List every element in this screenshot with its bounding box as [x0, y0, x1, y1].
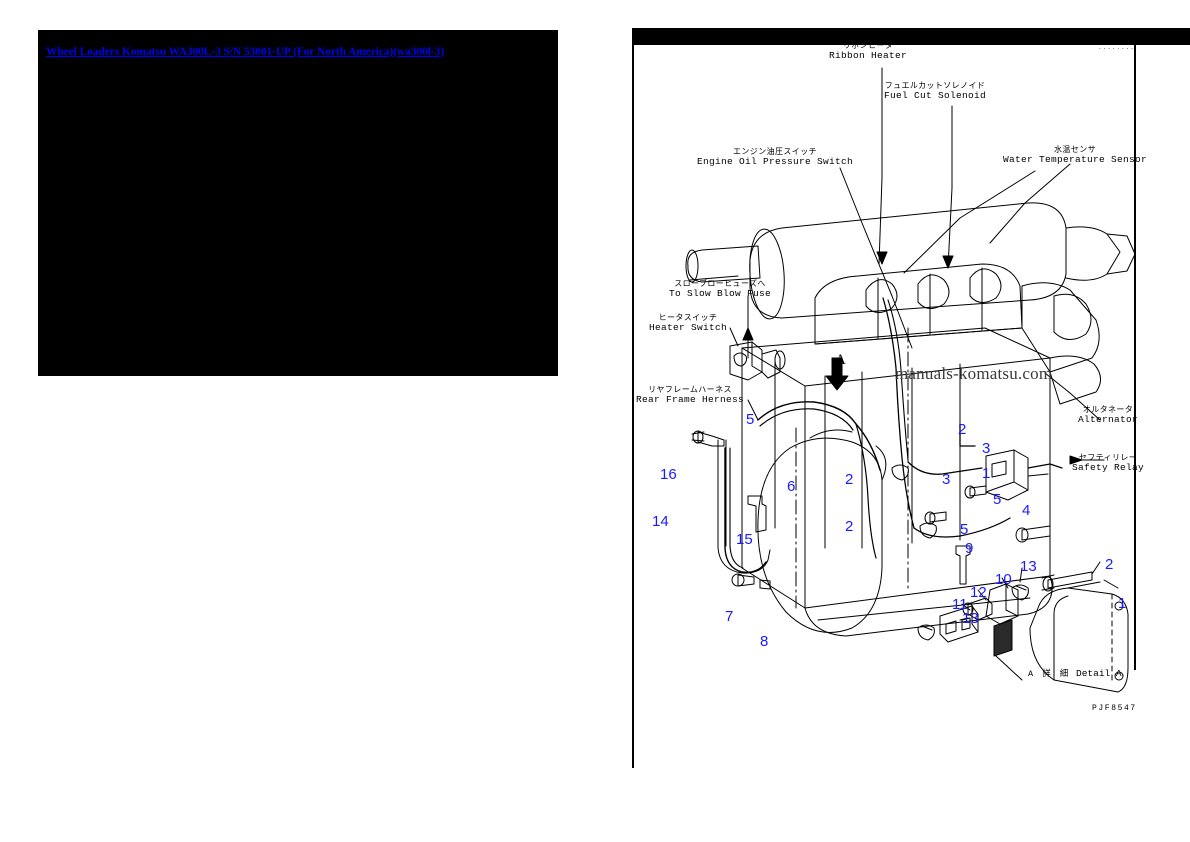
engine-wiring-drawing — [685, 67, 1136, 693]
callout-en: Rear Frame Herness — [635, 394, 745, 406]
callout-ribbon-heater: リボンヒータ Ribbon Heater — [829, 42, 907, 62]
callout-en: Heater Switch — [648, 322, 728, 334]
parts-diagram-panel: ........ — [630, 28, 1190, 770]
callout-en: Ribbon Heater — [828, 50, 908, 62]
detail-a-en: Detail A — [1076, 668, 1122, 679]
detail-a-caption: A 詳 細 Detail A — [1028, 668, 1122, 680]
callout-engine-oil-pressure-switch: エンジン油圧スイッチ Engine Oil Pressure Switch — [697, 148, 853, 168]
sheet-code: ........ — [1098, 44, 1135, 51]
watermark-text: manuals-komatsu.com — [895, 364, 1053, 383]
part-ref-number: 1 — [1118, 595, 1127, 612]
part-ref-number: 9 — [965, 540, 974, 557]
drawing-number: PJF8547 — [1092, 704, 1137, 713]
callout-en: Fuel Cut Solenoid — [883, 90, 987, 102]
part-ref-number: 3 — [982, 440, 991, 457]
part-ref-number: 16 — [660, 466, 677, 483]
callout-en: To Slow Blow Fuse — [668, 288, 772, 300]
callout-jp: オルタネータ — [1082, 406, 1134, 415]
part-ref-number: 12 — [970, 584, 987, 601]
callout-jp: セフティリレー — [1078, 454, 1138, 463]
part-ref-number: 13 — [1020, 558, 1037, 575]
sheet-left-border — [632, 45, 634, 768]
part-ref-number: 8 — [760, 633, 769, 650]
part-ref-number: 2 — [1105, 556, 1114, 573]
part-ref-number: 5 — [746, 411, 755, 428]
callout-jp: フュエルカットソレノイド — [884, 82, 986, 91]
callout-rear-frame-harness: リヤフレームハーネス Rear Frame Herness — [636, 386, 744, 406]
part-ref-number: 2 — [958, 421, 967, 438]
callout-jp: ヒータスイッチ — [658, 314, 718, 323]
sheet-right-border — [1134, 45, 1136, 670]
sheet-top-bar — [632, 28, 1190, 45]
part-ref-number: 2 — [845, 471, 854, 488]
callout-to-slow-blow-fuse: スローブローヒューズへ To Slow Blow Fuse — [669, 280, 771, 300]
callout-en: Safety Relay — [1071, 462, 1145, 474]
section-marker-a: A — [835, 352, 846, 368]
part-ref-number: 7 — [725, 608, 734, 625]
part-ref-number: 4 — [1022, 502, 1031, 519]
callout-fuel-cut-solenoid: フュエルカットソレノイド Fuel Cut Solenoid — [884, 82, 986, 102]
callout-jp: 水温センサ — [1054, 146, 1096, 155]
callout-en: Engine Oil Pressure Switch — [696, 156, 854, 168]
page-title-link[interactable]: Wheel Loaders Komatsu WA300L-3 S/N 53001… — [46, 46, 444, 58]
part-ref-number: 10 — [995, 571, 1012, 588]
part-ref-number: 3 — [942, 471, 951, 488]
part-ref-number: 13 — [962, 610, 979, 627]
callout-en: Water Temperature Sensor — [1002, 154, 1148, 166]
part-ref-number: 15 — [736, 531, 753, 548]
callout-en: Alternator — [1077, 414, 1139, 426]
callout-water-temperature-sensor: 水温センサ Water Temperature Sensor — [1003, 146, 1147, 166]
callout-jp: リヤフレームハーネス — [648, 386, 732, 395]
part-ref-number: 1 — [982, 465, 991, 482]
part-ref-number: 6 — [787, 478, 796, 495]
callout-safety-relay: セフティリレー Safety Relay — [1072, 454, 1144, 474]
preview-image-panel: Wheel Loaders Komatsu WA300L-3 S/N 53001… — [38, 30, 558, 376]
part-ref-number: 14 — [652, 513, 669, 530]
part-ref-number: 5 — [960, 521, 969, 538]
callout-heater-switch: ヒータスイッチ Heater Switch — [649, 314, 727, 334]
callout-alternator: オルタネータ Alternator — [1078, 406, 1138, 426]
detail-a-jp: A 詳 細 — [1028, 669, 1071, 679]
part-ref-number: 5 — [993, 491, 1002, 508]
callout-jp: スローブローヒューズへ — [674, 280, 766, 289]
part-ref-number: 11 — [952, 596, 968, 613]
callout-jp: エンジン油圧スイッチ — [733, 148, 817, 157]
part-ref-number: 2 — [845, 518, 854, 535]
callout-jp: リボンヒータ — [842, 42, 894, 51]
